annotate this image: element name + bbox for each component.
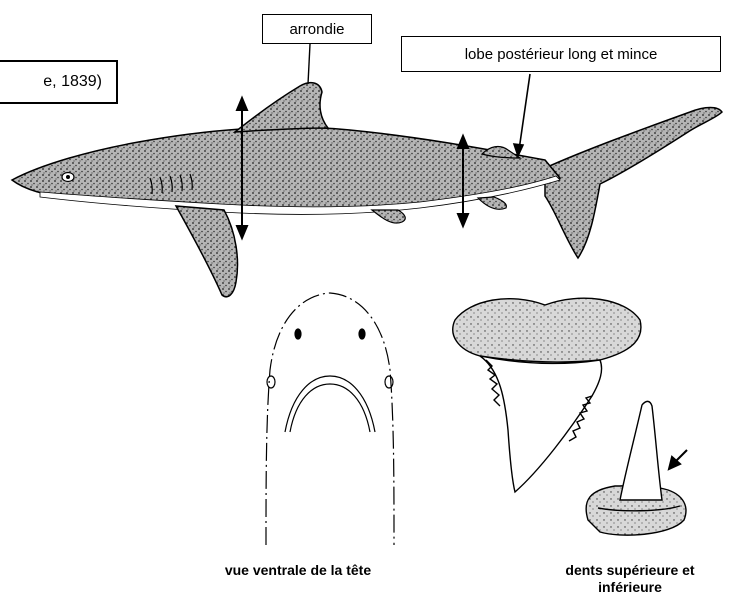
- anal-fin: [478, 197, 506, 209]
- pelvic-fin: [372, 210, 405, 223]
- left-nostril: [295, 329, 301, 339]
- lower-tooth-pointer-arrow: [669, 450, 687, 469]
- first-dorsal-fin: [235, 83, 328, 132]
- caudal-lobe-label: lobe postérieur long et mince: [465, 46, 658, 63]
- teeth-caption-line2: inférieure: [510, 579, 750, 596]
- caudal-lobe-label-box: lobe postérieur long et mince: [401, 36, 721, 72]
- upper-tooth: [453, 298, 641, 492]
- ventral-head-view: [266, 293, 394, 545]
- dorsal-fin-label: arrondie: [289, 21, 344, 38]
- dorsal-fin-label-box: arrondie: [262, 14, 372, 44]
- upper-tooth-blade: [480, 356, 602, 492]
- teeth-caption: dents supérieure et inférieure: [510, 562, 750, 596]
- left-eye-ventral: [267, 376, 275, 388]
- lower-tooth-cusp: [620, 401, 662, 500]
- species-author-text: e, 1839): [43, 73, 102, 91]
- head-outline: [266, 293, 394, 545]
- shark-lateral-view: [12, 74, 722, 297]
- head-view-caption: vue ventrale de la tête: [218, 562, 378, 579]
- species-name-box: e, 1839): [0, 60, 118, 104]
- lobe-pointer-arrow: [514, 74, 530, 156]
- caudal-fin: [545, 108, 722, 259]
- right-eye-ventral: [385, 376, 393, 388]
- right-nostril: [359, 329, 365, 339]
- pectoral-fin: [176, 206, 238, 297]
- teeth-caption-line1: dents supérieure et: [510, 562, 750, 579]
